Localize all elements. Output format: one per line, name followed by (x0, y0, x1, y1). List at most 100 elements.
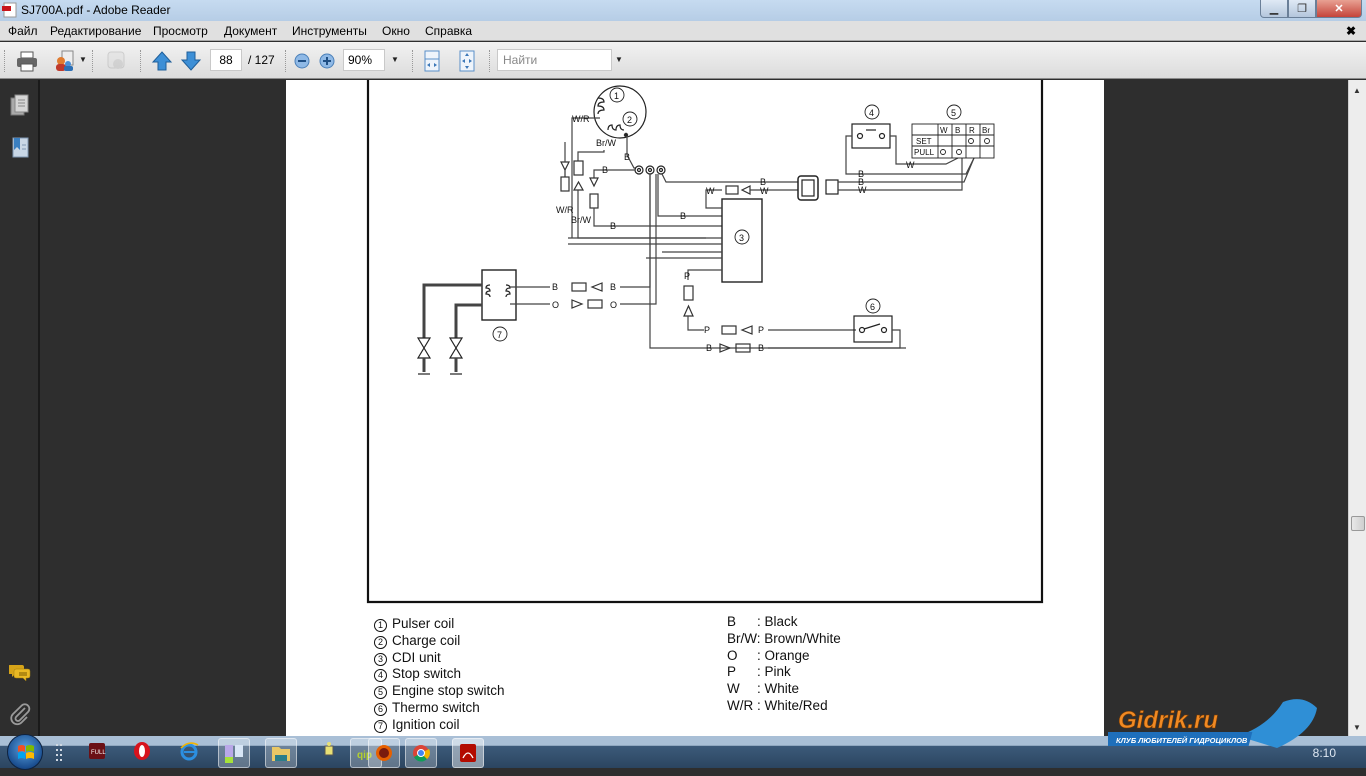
color-code: O (727, 647, 738, 663)
toolbar-separator (412, 50, 414, 72)
share-dropdown-caret[interactable]: ▼ (79, 55, 87, 64)
zoom-in-button[interactable] (318, 50, 336, 72)
minimize-button[interactable]: ▁ (1260, 0, 1288, 18)
windows-logo-icon (18, 745, 34, 759)
switch-row-set: SET (916, 137, 932, 146)
menu-help[interactable]: Справка (425, 24, 473, 38)
find-dropdown-caret[interactable]: ▼ (615, 55, 623, 64)
start-button[interactable] (7, 734, 43, 770)
share-button[interactable] (50, 50, 80, 72)
comments-icon[interactable] (9, 660, 31, 684)
menu-tools[interactable]: Инструменты (292, 24, 367, 38)
wire-label-b-3: B (760, 177, 766, 187)
wire-label-o-1: O (552, 300, 559, 310)
legend-num: 3 (374, 652, 387, 666)
taskbar-explorer[interactable] (265, 738, 297, 768)
menu-file[interactable]: Файл (8, 24, 38, 38)
legend-num: 2 (374, 635, 387, 649)
menu-view[interactable]: Просмотр (153, 24, 208, 38)
fit-width-button[interactable] (421, 50, 443, 72)
legend-label: CDI unit (392, 649, 441, 665)
svg-text:qip: qip (357, 750, 372, 761)
color-sep: : (757, 697, 761, 713)
toolbar-separator (140, 50, 142, 72)
diagram-frame (366, 80, 1044, 604)
print-icon (17, 51, 37, 72)
legend-num: 1 (374, 619, 387, 632)
wire-label-brw-bottom: Br/W (571, 215, 592, 225)
magneto (593, 85, 647, 139)
switch-col-br: Br (982, 126, 990, 135)
previous-page-button[interactable] (150, 50, 174, 72)
close-button[interactable]: ✕ (1316, 0, 1362, 18)
print-button[interactable] (14, 50, 40, 72)
switch-col-r: R (969, 126, 975, 135)
system-clock[interactable]: 8:10 (1312, 746, 1336, 760)
taskbar-opera[interactable] (131, 740, 155, 764)
wire-label-b-7: B (552, 282, 558, 292)
legend-num: 4 (374, 669, 387, 683)
wire-label-wr-top: W/R (572, 114, 590, 124)
taskbar-full-tilt-poker[interactable]: FULL (86, 740, 110, 764)
next-page-button[interactable] (179, 50, 203, 72)
wire-label-b-coil: B (624, 152, 630, 162)
switch-row-pull: PULL (914, 148, 935, 157)
watermark-brand: Gidrik.ru (1118, 707, 1218, 734)
close-icon: ✕ (1334, 3, 1344, 15)
wire-label-w-2: W (760, 186, 769, 196)
attachments-icon[interactable] (9, 702, 31, 726)
menu-window[interactable]: Окно (382, 24, 410, 38)
wire-label-b-8: B (610, 282, 616, 292)
zoom-out-button[interactable] (293, 50, 311, 72)
taskbar-chrome[interactable] (405, 738, 437, 768)
color-code: W (727, 681, 740, 697)
cdi-unit (721, 198, 763, 283)
taskbar-adobe-reader[interactable] (452, 738, 484, 768)
page-number-input[interactable]: 88 (210, 49, 242, 71)
navigation-panel (0, 80, 40, 736)
color-code: B (727, 614, 737, 629)
scroll-down-arrow-icon[interactable]: ▼ (1353, 723, 1361, 732)
wire-label-b-9: B (706, 343, 712, 353)
legend-num: 6 (374, 702, 387, 716)
arrow-up-icon (151, 51, 173, 71)
wire-label-p-3: P (758, 325, 764, 335)
taskbar-firefox[interactable] (368, 738, 400, 768)
wiring-diagram: 1 2 W/R W/R Br/W Br/W B B (366, 80, 1044, 604)
menu-bar: Файл Редактирование Просмотр Документ Ин… (0, 21, 1366, 41)
zoom-level-input[interactable]: 90% (343, 49, 385, 71)
taskbar-internet-explorer[interactable] (178, 740, 202, 764)
collaborate-button[interactable] (102, 50, 130, 72)
document-viewer[interactable]: 1 2 W/R W/R Br/W Br/W B B (42, 80, 1348, 736)
pages-icon[interactable] (9, 94, 31, 118)
taskbar-network-app[interactable] (318, 740, 342, 764)
color-code: P (727, 664, 737, 680)
component-num-1: 1 (614, 91, 619, 101)
taskbar-media-app[interactable] (218, 738, 250, 768)
legend-item: 3 CDI unit (374, 650, 505, 667)
ignition-coil (481, 269, 517, 321)
vertical-scrollbar[interactable]: ▲ ▼ (1348, 80, 1366, 736)
scrollbar-thumb[interactable] (1351, 516, 1365, 531)
fit-page-button[interactable] (456, 50, 478, 72)
legend-label: Engine stop switch (392, 683, 505, 699)
zoom-dropdown-caret[interactable]: ▼ (391, 55, 399, 64)
bookmarks-icon[interactable] (9, 136, 31, 160)
opera-icon (134, 742, 150, 760)
wire-label-w-4: W (858, 185, 867, 195)
color-label: White/Red (764, 697, 828, 713)
pdf-page: 1 2 W/R W/R Br/W Br/W B B (286, 80, 1104, 736)
restore-button[interactable]: ❐ (1288, 0, 1316, 18)
toolbar: ▼ 88 / 127 90% ▼ (0, 42, 1366, 79)
color-code: Br/W (727, 630, 757, 646)
menu-document[interactable]: Документ (224, 24, 278, 38)
wire-label-b-5: B (858, 169, 864, 179)
wire-label-wr-bottom: W/R (556, 205, 574, 215)
color-sep: : (757, 614, 761, 629)
component-num-5: 5 (951, 108, 956, 118)
menu-edit[interactable]: Редактирование (50, 24, 142, 38)
close-document-icon[interactable]: ✖ (1345, 24, 1356, 38)
scroll-up-arrow-icon[interactable]: ▲ (1353, 86, 1361, 95)
find-input[interactable]: Найти (497, 49, 612, 71)
